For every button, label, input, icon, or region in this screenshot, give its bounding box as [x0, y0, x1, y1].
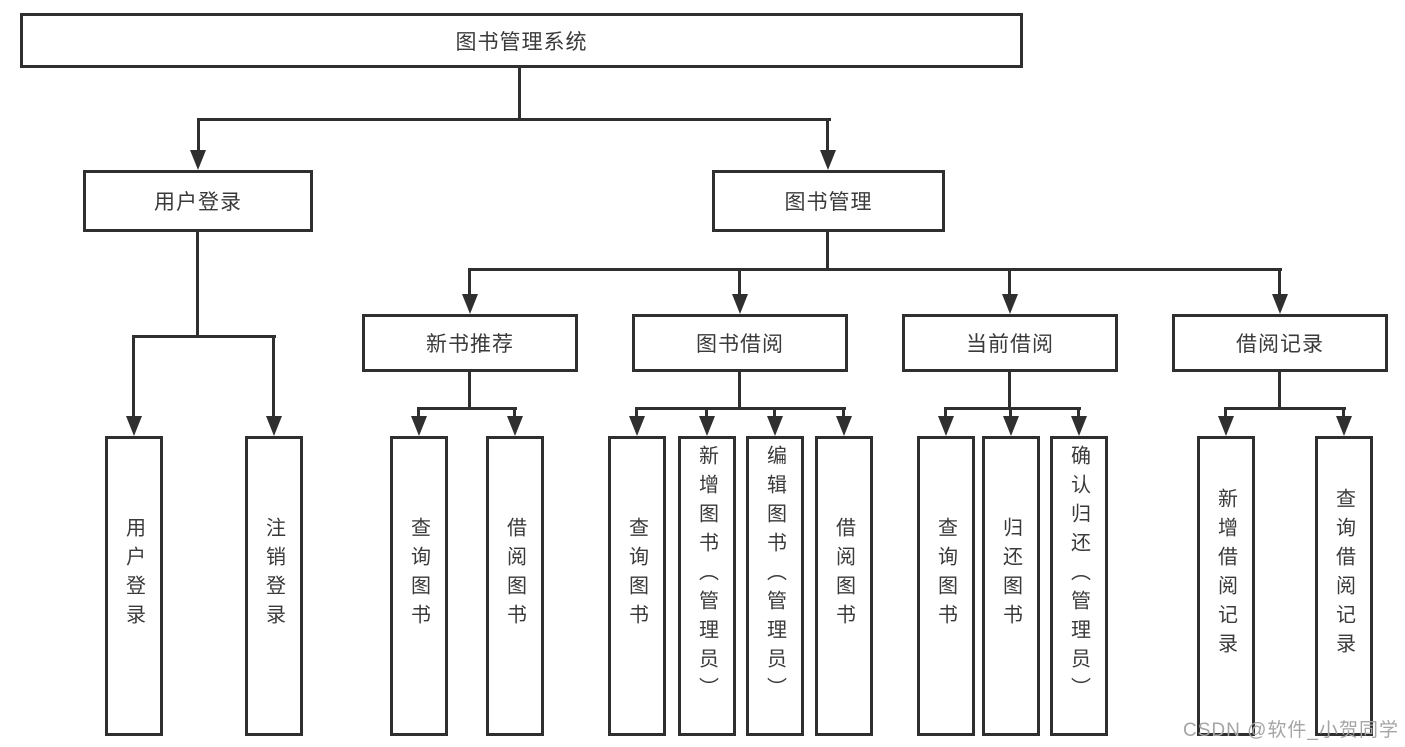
leaf-query-borrow-record-label: 查询借阅记录 — [1332, 488, 1355, 662]
connector-line — [197, 118, 831, 121]
leaf-logout: 注销登录 — [245, 436, 303, 736]
node-user-login: 用户登录 — [83, 170, 313, 232]
arrow-down-icon — [190, 150, 206, 170]
leaf-add-books-admin: 新增图书（管理员） — [678, 436, 736, 736]
connector-line — [738, 372, 741, 410]
connector-line — [773, 410, 776, 418]
connector-line — [468, 271, 471, 296]
connector-line — [272, 338, 275, 418]
connector-line — [635, 410, 638, 418]
node-user-login-label: 用户登录 — [154, 191, 242, 214]
connector-line — [468, 268, 1282, 271]
connector-line — [132, 338, 135, 418]
arrow-down-icon — [836, 416, 852, 436]
connector-line — [1342, 410, 1345, 418]
connector-line — [1008, 372, 1011, 410]
leaf-query-borrow-record: 查询借阅记录 — [1315, 436, 1373, 736]
connector-line — [513, 410, 516, 418]
leaf-logout-label: 注销登录 — [262, 517, 285, 633]
leaf-confirm-return-admin: 确认归还（管理员） — [1050, 436, 1108, 736]
connector-line — [826, 232, 829, 271]
leaf-query-books-borrowing-label: 查询图书 — [625, 517, 648, 633]
leaf-return-books: 归还图书 — [982, 436, 1040, 736]
node-root-label: 图书管理系统 — [455, 30, 588, 54]
connector-line — [635, 407, 846, 410]
leaf-user-login: 用户登录 — [105, 436, 163, 736]
connector-line — [417, 407, 517, 410]
leaf-query-books-current: 查询图书 — [917, 436, 975, 736]
arrow-down-icon — [820, 150, 836, 170]
connector-line — [417, 410, 420, 418]
connector-line — [738, 271, 741, 296]
node-current-borrowing: 当前借阅 — [902, 314, 1118, 372]
connector-line — [1008, 271, 1011, 296]
connector-line — [1278, 372, 1281, 410]
leaf-confirm-return-admin-label: 确认归还（管理员） — [1067, 444, 1090, 706]
node-root-library-system: 图书管理系统 — [20, 13, 1023, 68]
leaf-borrow-books-recommend: 借阅图书 — [486, 436, 544, 736]
node-new-book-recommendation: 新书推荐 — [362, 314, 578, 372]
connector-line — [197, 121, 200, 153]
node-book-borrowing-label: 图书借阅 — [696, 333, 784, 356]
connector-line — [518, 68, 521, 121]
leaf-add-borrow-record-label: 新增借阅记录 — [1214, 488, 1237, 662]
leaf-edit-books-admin-label: 编辑图书（管理员） — [763, 444, 786, 706]
arrow-down-icon — [126, 416, 142, 436]
node-new-book-recommendation-label: 新书推荐 — [426, 333, 514, 356]
leaf-add-books-admin-label: 新增图书（管理员） — [695, 444, 718, 706]
arrow-down-icon — [1272, 294, 1288, 314]
node-borrowing-records-label: 借阅记录 — [1236, 333, 1324, 356]
connector-line — [1224, 410, 1227, 418]
leaf-add-borrow-record: 新增借阅记录 — [1197, 436, 1255, 736]
node-book-management-label: 图书管理 — [784, 191, 873, 214]
connector-line — [842, 410, 845, 418]
leaf-query-books-current-label: 查询图书 — [934, 517, 957, 633]
arrow-down-icon — [411, 416, 427, 436]
csdn-watermark: CSDN @软件_小贺同学 — [1183, 720, 1399, 741]
arrow-down-icon — [507, 416, 523, 436]
leaf-user-login-label: 用户登录 — [122, 517, 145, 633]
leaf-edit-books-admin: 编辑图书（管理员） — [746, 436, 804, 736]
leaf-query-books-borrowing: 查询图书 — [608, 436, 666, 736]
arrow-down-icon — [1071, 416, 1087, 436]
arrow-down-icon — [699, 416, 715, 436]
connector-line — [1278, 271, 1281, 296]
connector-line — [1077, 410, 1080, 418]
arrow-down-icon — [266, 416, 282, 436]
node-book-borrowing: 图书借阅 — [632, 314, 848, 372]
connector-line — [826, 121, 829, 153]
arrow-down-icon — [732, 294, 748, 314]
connector-line — [468, 372, 471, 410]
leaf-query-books-recommend: 查询图书 — [390, 436, 448, 736]
leaf-query-books-recommend-label: 查询图书 — [407, 517, 430, 633]
arrow-down-icon — [767, 416, 783, 436]
connector-line — [1224, 407, 1346, 410]
node-book-management: 图书管理 — [712, 170, 945, 232]
connector-line — [705, 410, 708, 418]
arrow-down-icon — [629, 416, 645, 436]
arrow-down-icon — [938, 416, 954, 436]
leaf-return-books-label: 归还图书 — [999, 517, 1022, 633]
leaf-borrow-books-borrowing-label: 借阅图书 — [832, 517, 855, 633]
node-current-borrowing-label: 当前借阅 — [966, 333, 1054, 356]
node-borrowing-records: 借阅记录 — [1172, 314, 1388, 372]
connector-line — [1009, 410, 1012, 418]
arrow-down-icon — [1003, 416, 1019, 436]
connector-line — [132, 335, 276, 338]
connector-line — [944, 407, 1081, 410]
arrow-down-icon — [1002, 294, 1018, 314]
arrow-down-icon — [1218, 416, 1234, 436]
leaf-borrow-books-recommend-label: 借阅图书 — [503, 517, 526, 633]
leaf-borrow-books-borrowing: 借阅图书 — [815, 436, 873, 736]
connector-line — [944, 410, 947, 418]
arrow-down-icon — [1336, 416, 1352, 436]
arrow-down-icon — [462, 294, 478, 314]
connector-line — [196, 232, 199, 338]
